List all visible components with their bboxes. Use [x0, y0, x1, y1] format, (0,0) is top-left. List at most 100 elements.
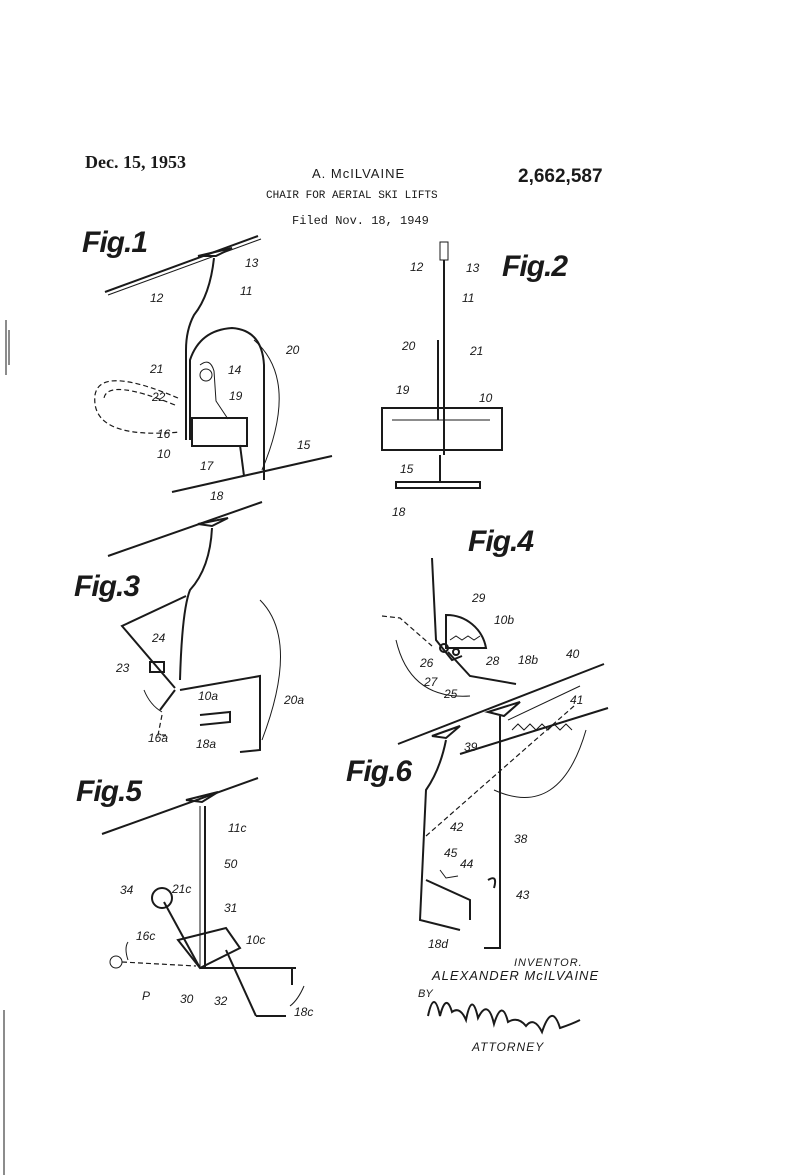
ref-14: 14 — [228, 363, 242, 377]
swung-position-dashed — [381, 615, 433, 647]
ref-11: 11 — [240, 284, 252, 298]
figure-1-drawing: 13 12 11 20 21 14 19 22 16 15 10 17 18 — [94, 235, 333, 503]
ref-18d: 18d — [428, 937, 448, 951]
ref-43: 43 — [516, 888, 530, 902]
patent-number: 2,662,587 — [518, 166, 603, 187]
ref-29: 29 — [471, 591, 486, 605]
cable — [101, 777, 259, 835]
patent-date: Dec. 15, 1953 — [85, 152, 186, 172]
cable-lower — [459, 707, 609, 755]
ref-27: 27 — [423, 675, 439, 689]
ref-17: 17 — [200, 459, 215, 473]
skier-figure — [199, 361, 229, 420]
spring-41 — [511, 723, 573, 731]
safety-bar — [189, 326, 265, 480]
seat-front — [381, 407, 503, 451]
ref-12: 12 — [150, 291, 164, 305]
ref-23: 23 — [115, 661, 130, 675]
ref-30: 30 — [180, 992, 194, 1006]
ref-18b: 18b — [518, 653, 538, 667]
swing-arc — [259, 599, 281, 741]
ref-31: 31 — [224, 901, 237, 915]
ref-18: 18 — [210, 489, 224, 503]
ref-25: 25 — [443, 687, 458, 701]
swing-arc — [493, 729, 587, 798]
figure-4-drawing: 29 10b 26 28 18b 27 25 — [381, 557, 538, 701]
ref-20a: 20a — [283, 693, 304, 707]
counterweight-34 — [151, 887, 173, 909]
ref-10a: 10a — [198, 689, 218, 703]
cable-end — [439, 241, 449, 261]
hanger-fig6 — [418, 739, 461, 931]
hanger-38 — [484, 716, 501, 949]
ref-20: 20 — [401, 339, 416, 353]
ref-13: 13 — [245, 256, 259, 270]
ref-15: 15 — [297, 438, 311, 452]
linkage — [176, 926, 242, 970]
ski — [171, 455, 333, 493]
figure-2-drawing: 12 13 11 20 21 19 10 15 18 — [381, 241, 503, 519]
ref-26: 26 — [419, 656, 434, 670]
ref-50: 50 — [224, 857, 238, 871]
ref-19: 19 — [229, 389, 243, 403]
ref-21: 21 — [149, 362, 163, 376]
seat-fig6 — [425, 879, 471, 920]
ref-20: 20 — [285, 343, 300, 357]
swung-position-dashed — [121, 961, 197, 967]
seat-frame — [179, 674, 261, 753]
ref-39: 39 — [464, 740, 478, 754]
ref-18c: 18c — [294, 1005, 313, 1019]
ref-24: 24 — [151, 631, 166, 645]
patent-title: CHAIR FOR AERIAL SKI LIFTS — [266, 190, 438, 202]
ratchet-sector — [445, 613, 488, 649]
ref-10b: 10b — [494, 613, 514, 627]
attorney-label: ATTORNEY — [472, 1040, 545, 1054]
hanger — [185, 257, 215, 440]
seat-10a — [199, 710, 231, 726]
ref-44: 44 — [460, 857, 474, 871]
swing-arc — [253, 339, 280, 471]
figure-5-drawing: 11c 50 34 21c 31 16c 10c P 30 32 18c — [101, 777, 313, 1019]
inventor-name: ALEXANDER McILVAINE — [432, 968, 600, 983]
ref-22: 22 — [151, 390, 166, 404]
ref-11: 11 — [462, 291, 474, 305]
footrest-front — [395, 481, 481, 489]
ref-10: 10 — [479, 391, 493, 405]
ref-38: 38 — [514, 832, 528, 846]
ref-13: 13 — [466, 261, 480, 275]
fig-2-label: Fig.2 — [502, 250, 568, 283]
ref-16a: 16a — [148, 731, 168, 745]
ref-10: 10 — [157, 447, 171, 461]
ref-40: 40 — [566, 647, 580, 661]
by-label: BY — [418, 988, 433, 1000]
inventor-short-name: A. McILVAINE — [312, 166, 406, 181]
ref-45: 45 — [444, 846, 458, 860]
ref-21: 21 — [469, 344, 483, 358]
swing-arc — [395, 639, 471, 697]
ref-28: 28 — [485, 654, 500, 668]
figure-3-drawing: 24 23 10a 20a 16a 18a — [107, 501, 304, 753]
ref-34: 34 — [120, 883, 134, 897]
seat — [191, 417, 248, 447]
filed-date: Filed Nov. 18, 1949 — [292, 214, 429, 228]
ref-15: 15 — [400, 462, 414, 476]
ref-11c: 11c — [228, 821, 246, 835]
ref-41: 41 — [570, 693, 583, 707]
ref-P: P — [142, 989, 150, 1003]
fig-6-label: Fig.6 — [346, 755, 412, 788]
fig-4-label: Fig.4 — [468, 525, 534, 558]
hanger-fig4 — [431, 557, 463, 662]
ref-16c: 16c — [136, 929, 155, 943]
ref-16: 16 — [157, 427, 171, 441]
swung-bar — [120, 595, 187, 689]
dashed-link — [425, 705, 575, 837]
ref-32: 32 — [214, 994, 228, 1008]
ref-42: 42 — [450, 820, 464, 834]
inventor-label: INVENTOR. — [514, 957, 583, 969]
grip — [197, 247, 233, 257]
ref-21c: 21c — [171, 882, 191, 896]
ref-10c: 10c — [246, 933, 265, 947]
fig-1-label: Fig.1 — [82, 226, 148, 259]
cable — [107, 501, 263, 557]
fig-5-label: Fig.5 — [76, 775, 142, 808]
